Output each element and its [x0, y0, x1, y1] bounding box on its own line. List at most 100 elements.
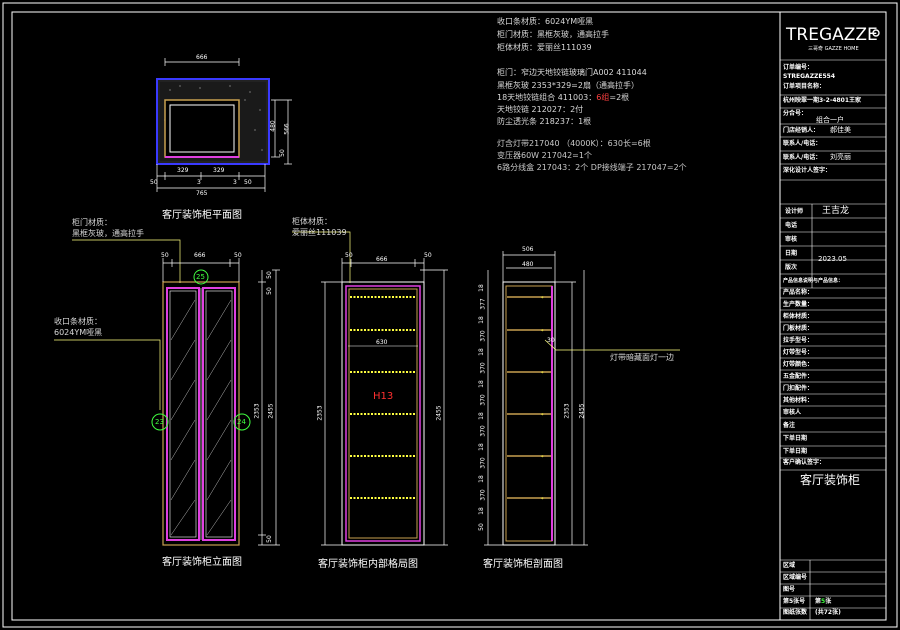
bubble-25	[193, 269, 209, 285]
brand-sub: 三哥奇 GAZZE HOME	[808, 46, 859, 52]
dim-plan-b3: 3	[197, 179, 201, 186]
spec-line-4: 柜门：窄边天地铰链玻璃门A002 411044	[497, 68, 647, 77]
inner-shelves	[350, 296, 416, 499]
inner-frame	[11, 11, 887, 621]
contact-label-2: 联系人/电话：	[783, 154, 822, 161]
body-note-1: 柜体材质：	[292, 217, 332, 226]
brand-name: TREGAZZE	[786, 25, 878, 45]
titleblock-row-label: 门板材质：	[783, 325, 814, 332]
plan-view	[156, 58, 292, 192]
dim-plan-b4: 329	[213, 167, 225, 174]
dim-plan-b2: 329	[177, 167, 189, 174]
note-label: 备注	[783, 422, 796, 429]
order-date-label-2: 下单日期	[783, 448, 808, 455]
section-light-mark: *	[541, 329, 544, 335]
section-row-dim: 377	[479, 298, 487, 310]
bubble-23-label: 23	[155, 418, 164, 426]
inner-outline	[341, 281, 425, 546]
dim-plan-d1: 480	[269, 120, 277, 132]
page-prefix: 第	[815, 598, 822, 605]
project: 杭州映翠一期3-2-4801王家	[783, 97, 862, 104]
spec-line-6c: =2根	[609, 93, 630, 102]
body-note-2: 爱丽丝111039	[292, 228, 347, 237]
titleblock-row-label: 产品名称：	[783, 289, 814, 296]
section-light-mark: *	[541, 296, 544, 302]
store-label: 门店经销人：	[783, 127, 820, 134]
dim-sec-top1: 506	[522, 246, 534, 253]
sub-label: 分合号：	[783, 110, 808, 117]
drawing-name: 客厅装饰柜	[800, 473, 861, 487]
light-note: 灯带暗藏面灯一边	[610, 353, 674, 362]
inner-title: 客厅装饰柜内部格局图	[318, 559, 418, 570]
inner-layout-view	[292, 231, 448, 546]
project-label: 订单项目名称：	[783, 83, 826, 90]
titleblock-row-label: 其他材料：	[783, 397, 814, 404]
elev-cabinet-outline	[162, 281, 240, 546]
spec-line-2: 柜门材质：黑框灰玻，通高拉手	[497, 30, 609, 39]
door-note-1: 柜门材质：	[72, 218, 112, 227]
titleblock-row-label: 拉手型号：	[783, 337, 814, 344]
dim-sec-h2: 2353	[563, 403, 571, 419]
section-row-dim: 18	[477, 316, 485, 324]
contact-label: 联系人/电话：	[783, 140, 822, 147]
order-no-label: 订单编号：	[783, 64, 814, 71]
elev-door-left	[166, 287, 200, 541]
rev-label: 版次	[785, 264, 798, 271]
edge-leader	[54, 339, 161, 410]
dim-plan-d3: 50	[278, 149, 286, 157]
bubble-23	[151, 413, 169, 431]
section-row-dim: 370	[479, 330, 487, 342]
section-row-dim: 18	[477, 443, 485, 452]
section-row-dim: 18	[477, 507, 485, 515]
dim-inner-r: 50	[424, 252, 432, 259]
section-row-dim: 18	[477, 284, 485, 292]
bubble-24	[233, 413, 251, 431]
elev-door-right	[202, 287, 236, 541]
dim-inner-l: 50	[345, 252, 353, 259]
section-light-mark: *	[541, 455, 544, 461]
dim-inner-m: 666	[376, 256, 388, 263]
contact-value: 刘亮丽	[830, 153, 851, 161]
dim-plan-b5: 3	[233, 179, 237, 186]
designer-label: 设计师	[785, 208, 804, 215]
dim-inner-h2: 2455	[435, 405, 443, 421]
section-row-dim: 18	[477, 379, 485, 388]
door-note-2: 黑框灰玻，通高拉手	[72, 229, 144, 238]
section-light-mark: *	[541, 497, 544, 503]
dim-plan-b1: 50	[150, 179, 158, 186]
section-row-dim: 370	[479, 425, 487, 438]
page-label: 第5张号	[783, 598, 806, 605]
spec-line-6b: 6组	[596, 93, 610, 102]
edge-note-2: 6024YM哑黑	[54, 328, 103, 337]
plan-title: 客厅装饰柜平面图	[162, 210, 242, 221]
designer-value: 王吉龙	[822, 206, 850, 216]
edge-note-1: 收口条材质：	[54, 317, 102, 326]
section-row-dim: 50	[477, 523, 485, 531]
spec-line-9: 灯含灯带217040 （4000K）：630长=6根	[497, 139, 651, 148]
dim-inner-w: 630	[376, 339, 388, 346]
spec-line-8: 防尘透光条 218237：1根	[497, 117, 592, 126]
titleblock-row-label: 生产数量：	[783, 301, 814, 308]
spec-line-1: 收口条材质：6024YM哑黑	[497, 17, 594, 26]
page-value: 第5张	[815, 599, 831, 605]
titleblock-row-label: 五金配件：	[783, 373, 814, 380]
dim-inner-h1: 2353	[316, 405, 324, 421]
elevation-title: 客厅装饰柜立面图	[162, 557, 242, 568]
glass-hatch	[170, 299, 232, 536]
spec-line-7: 天地铰链 212027：2付	[497, 105, 584, 114]
spec-line-6a: 18天地铰链组合 411003：	[497, 93, 597, 102]
titleblock-row-label: 灯带型号：	[783, 349, 814, 356]
titleblock-row-label: 灯带颜色：	[783, 361, 814, 368]
section-outline	[502, 281, 556, 546]
titleblock-lines	[780, 59, 886, 620]
product-info-label: 产品信息说明与产品信息：	[783, 278, 844, 284]
section-title: 客厅装饰柜剖面图	[483, 559, 563, 570]
spec-line-10: 变压器60W 217042=1个	[497, 151, 592, 160]
section-light-mark: *	[541, 413, 544, 419]
total-value: (共72张)	[815, 609, 841, 616]
dim-plan-top: 666	[196, 54, 208, 61]
section-row-dim: 18	[477, 411, 485, 420]
dim-elev-t1: 50	[265, 271, 273, 279]
